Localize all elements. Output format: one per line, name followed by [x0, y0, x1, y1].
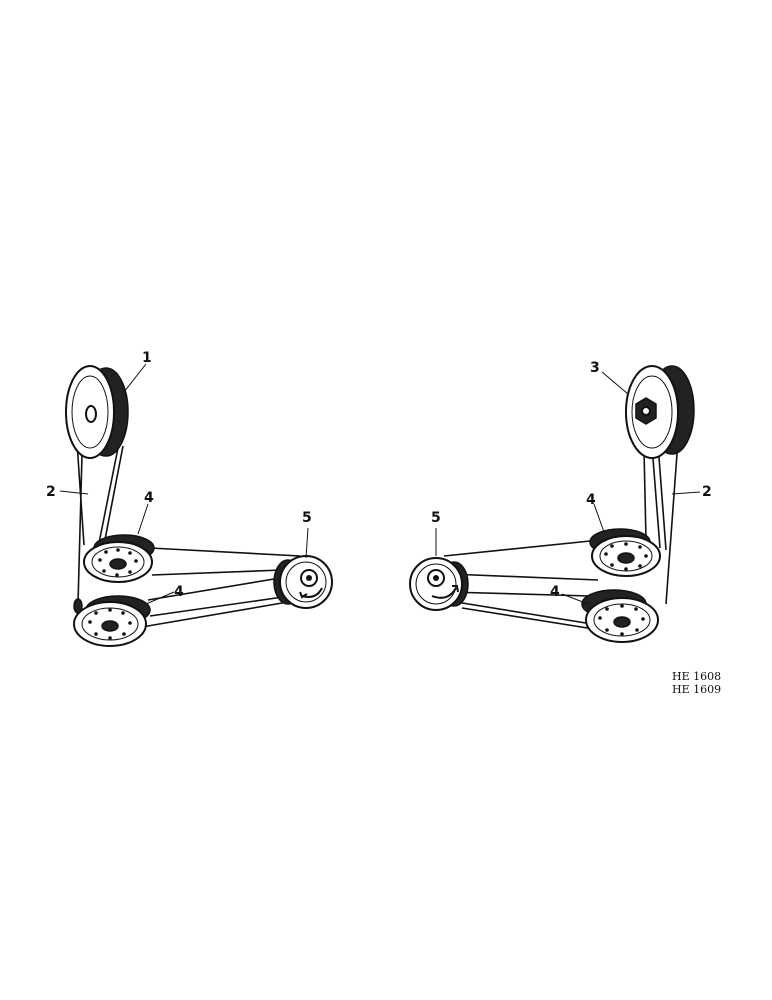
callout-left-4-lower: 4: [174, 584, 184, 600]
callout-left-5: 5: [302, 510, 312, 526]
reference-codes: HE 1608 HE 1609: [672, 670, 721, 696]
right-lower-idler-pulley: [581, 589, 659, 643]
right-upper-idler-pulley: [589, 528, 661, 577]
reference-code-1: HE 1608: [672, 670, 721, 683]
right-driven-pulley: [409, 557, 469, 611]
callout-right-3: 3: [590, 360, 600, 376]
left-leader-lines: [59, 363, 309, 605]
callout-right-4-lower: 4: [550, 584, 560, 600]
left-drive-pulley: [65, 365, 129, 459]
callout-right-2: 2: [702, 484, 712, 500]
right-belts: [443, 439, 679, 631]
callout-labels: 1 2 4 4 5 3 2 4 4 5: [46, 350, 712, 600]
left-lower-idler-pulley: [73, 595, 151, 647]
callout-right-5: 5: [431, 510, 441, 526]
callout-right-4-upper: 4: [586, 492, 596, 508]
callout-left-4-upper: 4: [144, 490, 154, 506]
right-assembly: [409, 365, 701, 643]
left-driven-pulley: [273, 555, 333, 609]
reference-code-2: HE 1609: [672, 683, 721, 696]
right-leader-lines: [435, 371, 701, 605]
left-belts: [75, 427, 301, 629]
left-upper-idler-pulley: [83, 534, 155, 583]
callout-left-2: 2: [46, 484, 56, 500]
right-drive-pulley: [625, 365, 695, 459]
callout-left-1: 1: [142, 350, 152, 366]
left-assembly: [59, 363, 333, 647]
